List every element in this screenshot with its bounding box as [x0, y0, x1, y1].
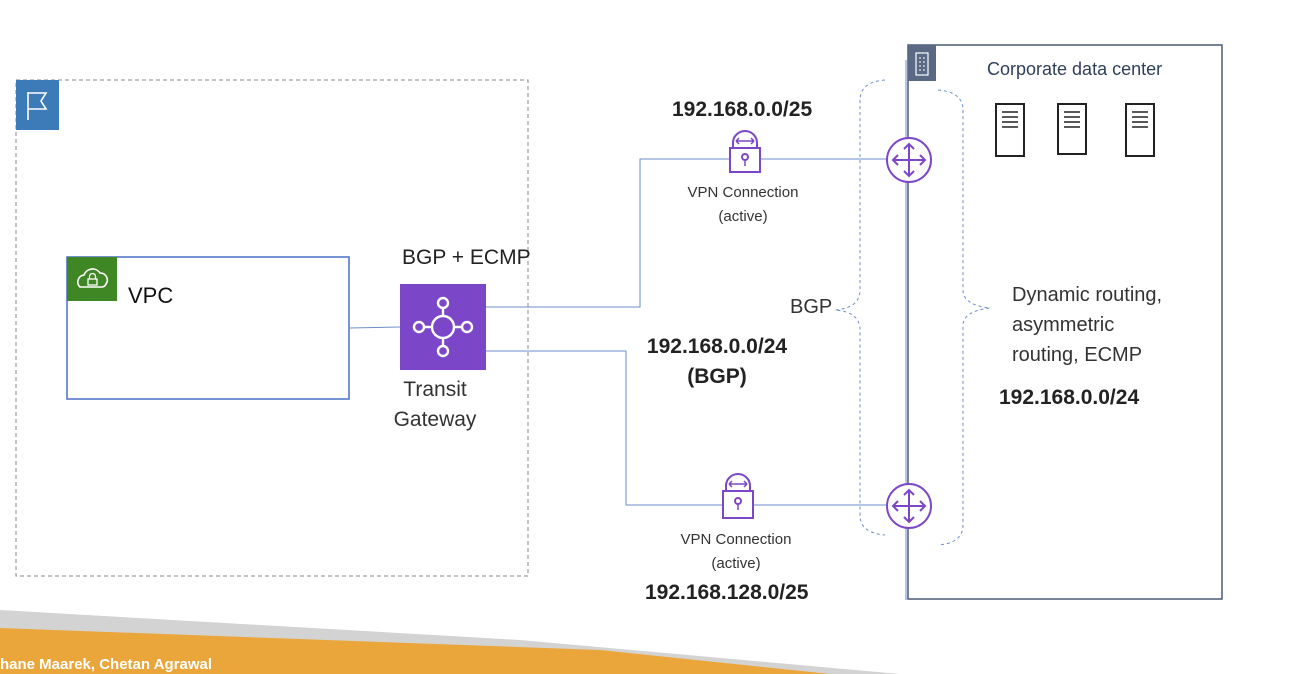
- datacenter-cidr: 192.168.0.0/24: [999, 386, 1140, 409]
- router-icon: [886, 483, 932, 529]
- transit-gateway-icon: [400, 284, 486, 370]
- tgw-label: Transit Gateway: [385, 375, 485, 435]
- footer-orange-band: [0, 628, 830, 674]
- tgw-header: BGP + ECMP: [402, 246, 531, 269]
- vpn-top-label-line2: (active): [718, 208, 768, 225]
- server-icon: [995, 103, 1025, 157]
- bgp-brace: [834, 79, 886, 536]
- vpn-bottom-label: VPN Connection (active): [663, 528, 809, 576]
- dc-brace: [937, 89, 991, 546]
- vpn-bottom-label-line1: VPN Connection: [680, 531, 792, 548]
- tgw-label-line2: Gateway: [393, 408, 477, 431]
- datacenter-desc: Dynamic routing, asymmetric routing, ECM…: [1012, 280, 1162, 370]
- vpc-tgw-line: [348, 326, 401, 329]
- bottom-vpn-line: [486, 350, 888, 506]
- datacenter-desc-line2: asymmetric: [1012, 314, 1115, 336]
- vpn-lock-icon: [729, 130, 761, 173]
- top-vpn-line: [486, 158, 888, 308]
- vpn-top-label-line1: VPN Connection: [687, 184, 799, 201]
- vpc-label: VPC: [128, 283, 174, 308]
- building-icon: [908, 45, 936, 81]
- middle-note: (BGP): [687, 365, 747, 388]
- footer-author: hane Maarek, Chetan Agrawal: [0, 656, 213, 673]
- datacenter-desc-line3: routing, ECMP: [1012, 344, 1143, 366]
- middle-cidr: 192.168.0.0/24: [646, 335, 788, 358]
- region-box: [15, 79, 529, 577]
- vpn-top-label: VPN Connection (active): [670, 181, 816, 229]
- router-icon: [886, 137, 932, 183]
- datacenter-box: [907, 44, 1223, 600]
- middle-cidr-block: 192.168.0.0/24 (BGP): [612, 332, 822, 392]
- vpc-cloud-icon: [67, 257, 117, 301]
- server-icon: [1057, 103, 1087, 155]
- vpn-lock-icon: [722, 473, 754, 519]
- datacenter-desc-line1: Dynamic routing,: [1012, 284, 1163, 306]
- bgp-label: BGP: [790, 296, 833, 318]
- region-flag-icon: [16, 80, 59, 130]
- vpn-bottom-label-line2: (active): [711, 555, 761, 572]
- datacenter-title: Corporate data center: [987, 59, 1163, 79]
- tgw-label-line1: Transit: [403, 378, 467, 401]
- server-icon: [1125, 103, 1155, 157]
- vpn-bottom-cidr: 192.168.128.0/25: [645, 581, 809, 604]
- vpn-top-cidr: 192.168.0.0/25: [672, 98, 813, 121]
